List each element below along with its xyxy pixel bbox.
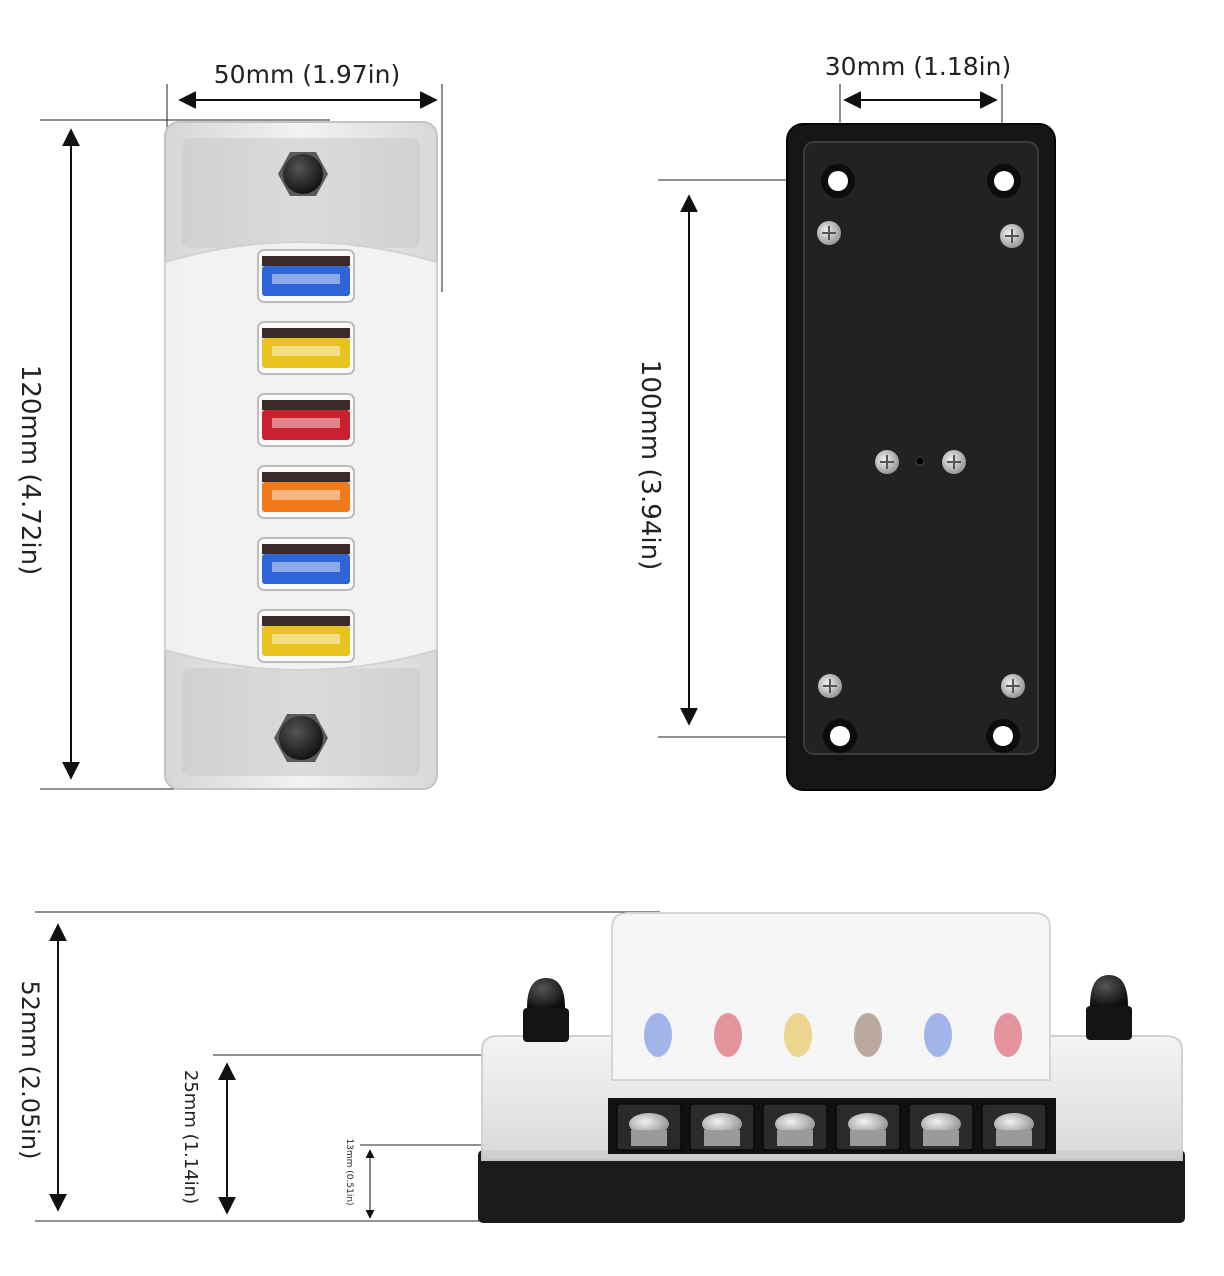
side-black-base <box>478 1150 1185 1223</box>
terminal-3 <box>762 1103 828 1151</box>
side-fuse-glimpse-3 <box>784 1013 812 1057</box>
top-nut-lower <box>274 714 328 762</box>
top-height-label: 120mm (4.72in) <box>15 365 45 575</box>
top-view: 50mm (1.97in) 120mm (4.72in) <box>15 60 443 790</box>
terminal-6 <box>981 1103 1047 1151</box>
screw-tr <box>1000 224 1024 248</box>
side-base-label: 25mm (1.14in) <box>180 1070 201 1204</box>
side-terminal-label: 13mm (0.51in) <box>344 1138 354 1205</box>
side-fuse-glimpse-4 <box>854 1013 882 1057</box>
mounting-hole-br <box>986 719 1020 753</box>
fuse-1 <box>257 249 355 303</box>
side-fuse-glimpse-6 <box>994 1013 1022 1057</box>
terminal-5 <box>908 1103 974 1151</box>
fuse-column <box>257 249 355 663</box>
side-stud-right <box>1086 975 1132 1040</box>
fuse-2 <box>257 321 355 375</box>
side-raised-cover <box>611 912 1051 1081</box>
screw-br <box>1001 674 1025 698</box>
side-stud-left <box>523 978 569 1042</box>
fuse-3 <box>257 393 355 447</box>
hole-length-label: 100mm (3.94in) <box>635 360 665 570</box>
bottom-inner-panel <box>803 141 1039 755</box>
terminal-strip <box>608 1098 1056 1154</box>
side-fuse-glimpse-5 <box>924 1013 952 1057</box>
center-pin <box>915 456 925 466</box>
side-view: 52mm (2.05in) 25mm (1.14in) 13mm (0.51in… <box>16 911 1185 1223</box>
mounting-hole-tr <box>987 164 1021 198</box>
bottom-view: 30mm (1.18in) 100mm (3.94in) <box>635 52 1056 791</box>
terminal-2 <box>689 1103 755 1151</box>
terminal-screws <box>616 1103 1047 1151</box>
top-frosted-cover <box>164 241 438 671</box>
top-width-label: 50mm (1.97in) <box>214 60 400 89</box>
screw-ml <box>875 450 899 474</box>
side-fuse-glimpses <box>644 1013 1022 1057</box>
screw-tl <box>817 221 841 245</box>
mounting-hole-tl <box>821 164 855 198</box>
side-total-label: 52mm (2.05in) <box>16 981 44 1160</box>
terminal-4 <box>835 1103 901 1151</box>
fuse-5 <box>257 537 355 591</box>
top-nut-upper <box>278 152 328 196</box>
mounting-hole-bl <box>823 719 857 753</box>
hole-spacing-label: 30mm (1.18in) <box>825 52 1011 81</box>
screw-mr <box>942 450 966 474</box>
fuse-6 <box>257 609 355 663</box>
side-fuse-glimpse-1 <box>644 1013 672 1057</box>
fuse-4 <box>257 465 355 519</box>
side-fuse-glimpse-2 <box>714 1013 742 1057</box>
terminal-1 <box>616 1103 682 1151</box>
screw-bl <box>818 674 842 698</box>
